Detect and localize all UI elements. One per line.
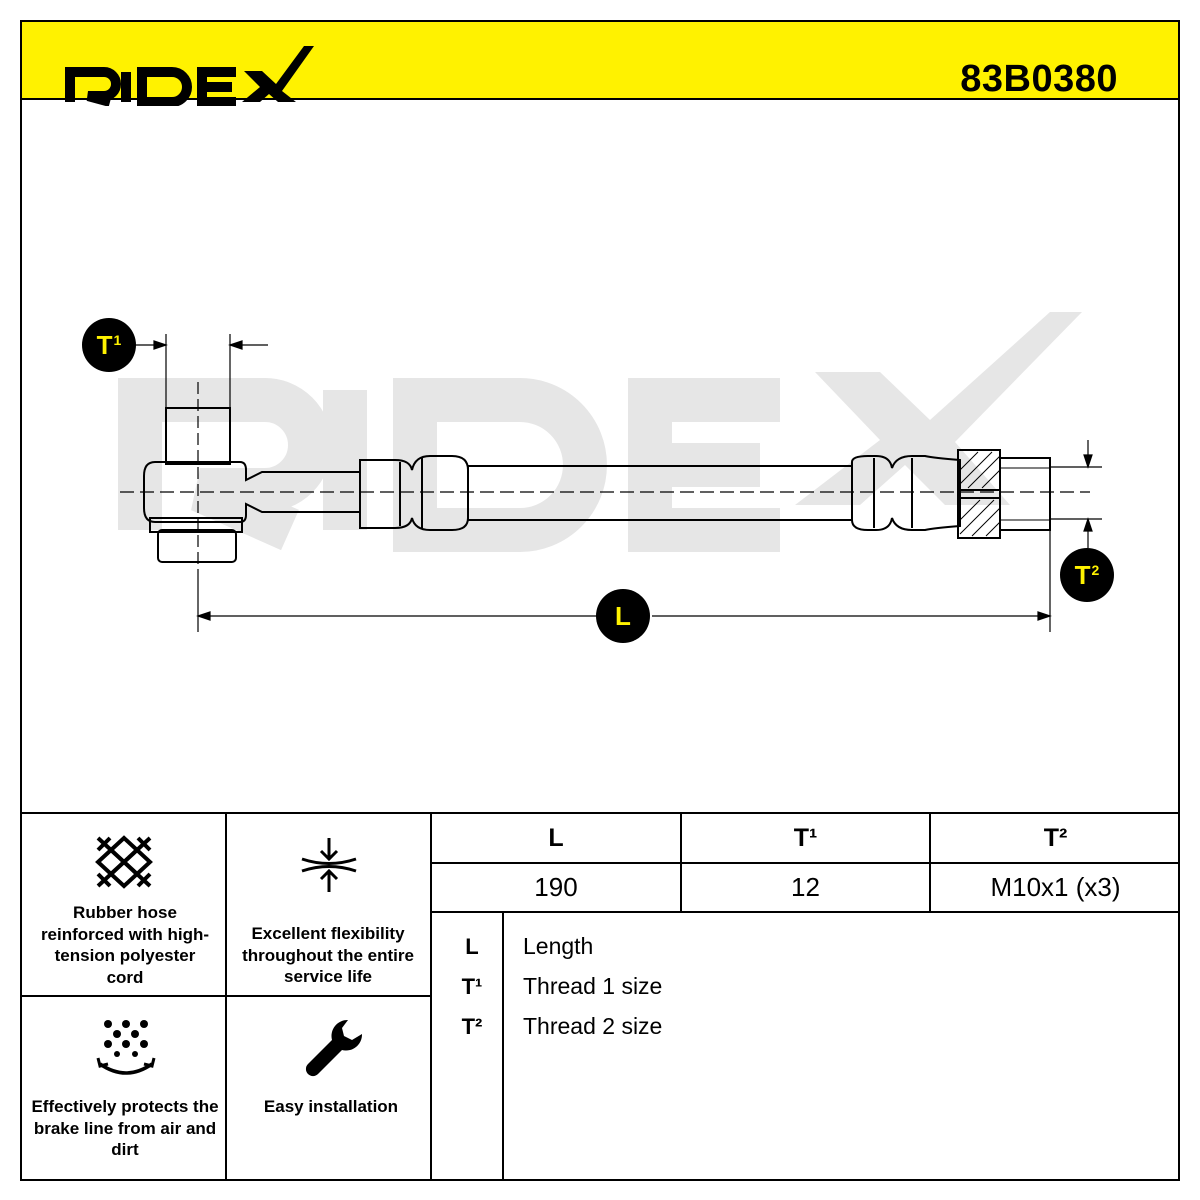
table-header-thread2: T² (1043, 823, 1068, 852)
divider-table-header (430, 862, 1180, 864)
legend-value-thread2: Thread 2 size (523, 1013, 663, 1039)
length-badge-letter: L (615, 600, 631, 631)
legend-value-length: Length (523, 933, 594, 959)
table-value-length: 190 (534, 872, 578, 902)
divider-legend (502, 911, 504, 1181)
right-ferrule (851, 455, 961, 531)
ridex-logo (65, 46, 314, 106)
legend-value-thread1: Thread 1 size (523, 973, 663, 999)
t1-dimension (134, 334, 268, 408)
length-badge: L (596, 589, 650, 643)
t1-badge-index: 1 (113, 332, 122, 348)
thread-end (999, 457, 1051, 531)
sheet-frame (20, 20, 1180, 1181)
legend-key-length: L (465, 934, 479, 959)
dirt-shield-icon (96, 1020, 156, 1075)
t2-badge-letter: T (1074, 559, 1091, 590)
divider-table-values (430, 911, 1180, 913)
feature-text-protection: Effectively protects the brake line from… (31, 1097, 219, 1159)
ridex-watermark (118, 378, 780, 552)
table-header-thread1: T¹ (793, 823, 818, 852)
nut-hatching (959, 451, 1001, 537)
table-value-thread2: M10x1 (x3) (990, 872, 1121, 902)
feature-text-reinforced: Rubber hose reinforced with high-tension… (40, 903, 210, 987)
t1-badge-letter: T (96, 329, 113, 360)
part-number: 83B0380 (960, 58, 1118, 100)
divider-features-mid (20, 995, 431, 997)
brake-hose-drawing (118, 312, 1102, 632)
length-dimension (196, 530, 1052, 632)
t2-dimension (1050, 440, 1102, 548)
mesh-icon (95, 835, 153, 889)
feature-text-installation: Easy installation (263, 1097, 399, 1116)
table-value-thread1: 12 (791, 872, 820, 902)
watermark-x (795, 312, 1082, 505)
t2-badge-index: 2 (1091, 562, 1100, 578)
table-header-length: L (548, 823, 564, 852)
divider-table-col1 (680, 812, 682, 912)
divider-table-col2 (929, 812, 931, 912)
divider-col2 (430, 812, 432, 1181)
banjo-washer (149, 517, 243, 533)
feature-text-flexibility: Excellent flexibility throughout the ent… (242, 924, 414, 986)
legend-key-thread2: T² (461, 1014, 483, 1039)
legend-key-thread1: T¹ (461, 974, 483, 999)
header-bar: 83B0380 (20, 20, 1180, 106)
divider-top (20, 812, 1180, 814)
wrench-icon (305, 1019, 363, 1077)
flexibility-arrows-icon (301, 838, 357, 892)
banjo-bolt-nut (157, 529, 237, 563)
